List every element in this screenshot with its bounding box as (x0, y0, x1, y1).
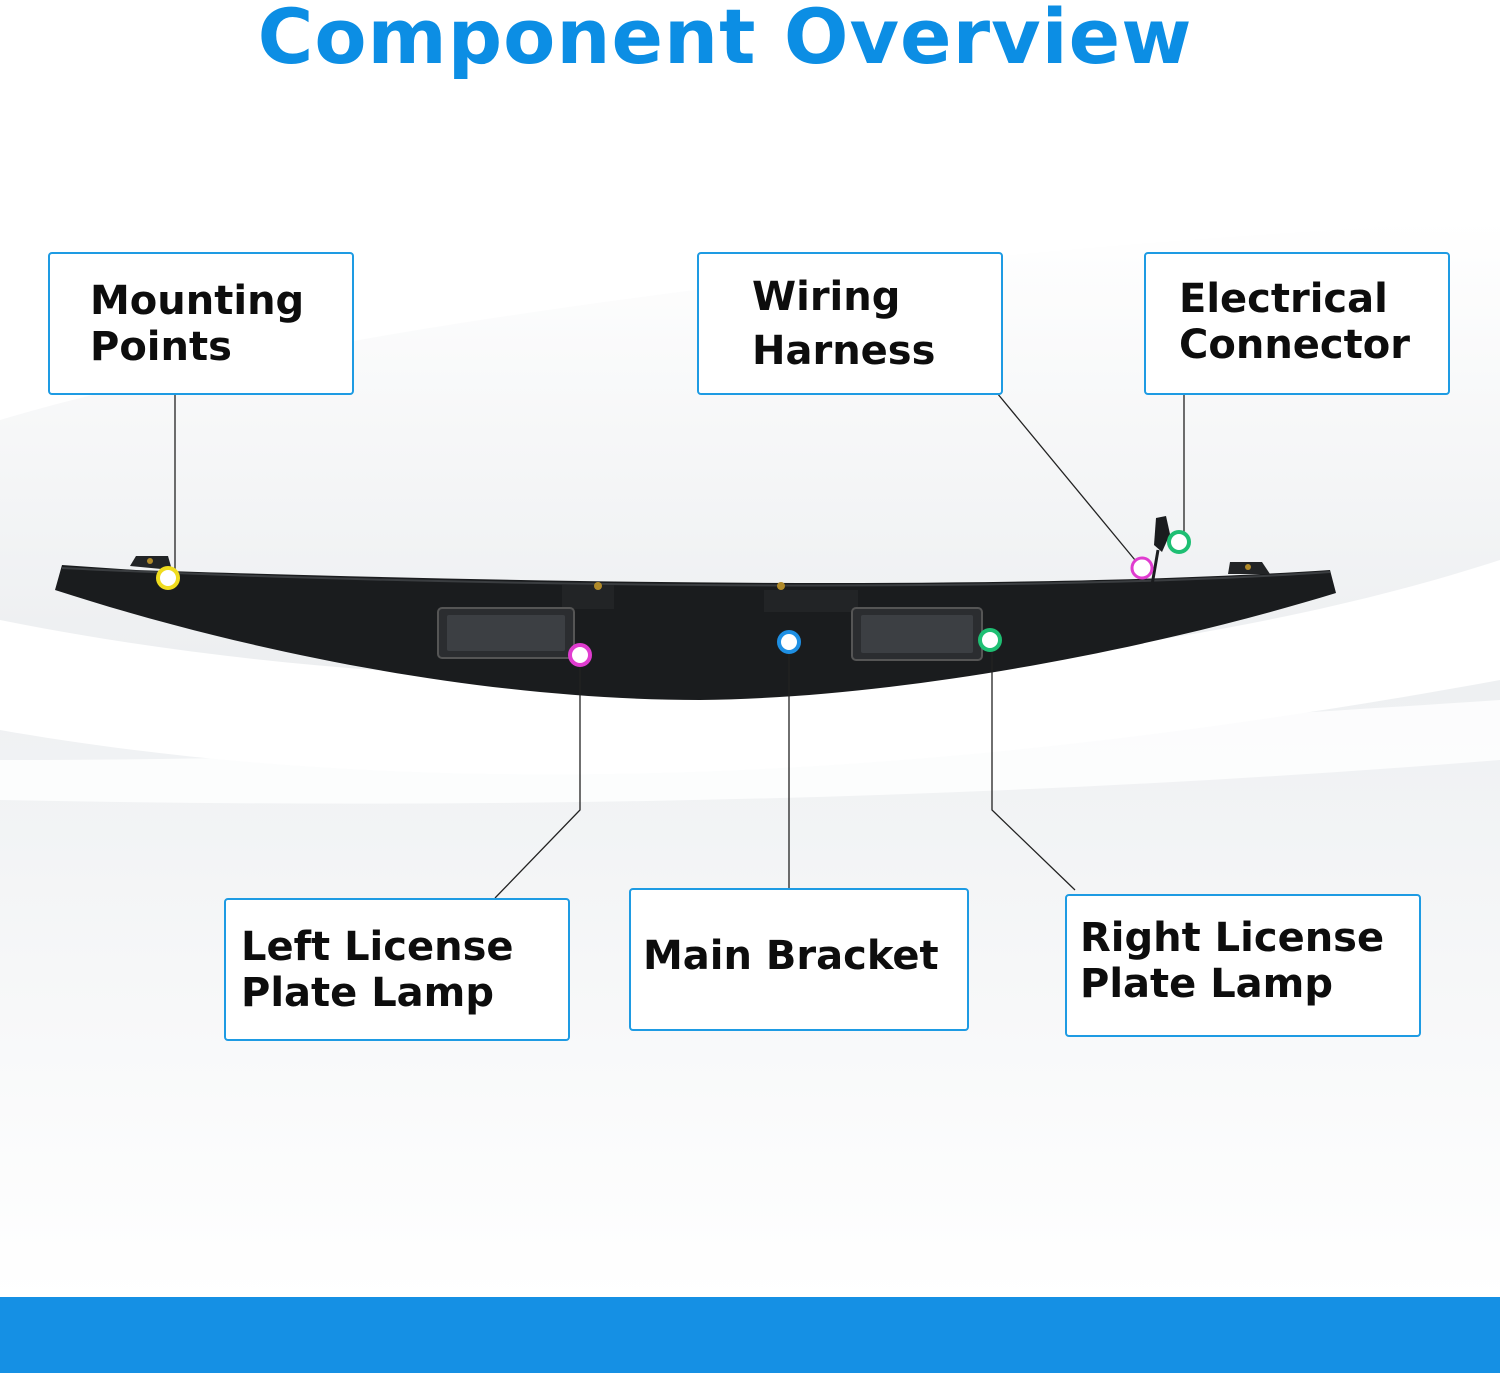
callout-mounting-points-line1: Mounting (90, 277, 305, 324)
bottom-accent-bar (0, 1297, 1500, 1373)
callout-main-bracket-line1: Main Bracket (643, 932, 939, 979)
marker-wiring-harness (1130, 556, 1154, 580)
callout-electrical-connector: Electrical Connector (1144, 252, 1450, 395)
callout-mounting-points-line2: Points (90, 323, 232, 370)
callout-wiring-harness-line2: Harness (752, 327, 936, 374)
callout-mounting-points: Mounting Points (48, 252, 354, 395)
callout-right-lamp-line2: Plate Lamp (1080, 960, 1333, 1007)
callout-wiring-harness: Wiring Harness (697, 252, 1003, 395)
marker-mounting-points (156, 566, 180, 590)
callout-wiring-harness-line1: Wiring (752, 273, 901, 320)
page-title: Component Overview (257, 0, 1193, 81)
callout-left-lamp: Left License Plate Lamp (224, 898, 570, 1041)
callout-electrical-connector-line1: Electrical (1179, 275, 1388, 322)
callout-electrical-connector-line2: Connector (1179, 321, 1410, 368)
main-bracket-body (55, 516, 1336, 700)
marker-left-lamp (568, 643, 592, 667)
callout-main-bracket: Main Bracket (629, 888, 969, 1031)
marker-right-lamp (978, 628, 1002, 652)
callout-left-lamp-line2: Plate Lamp (241, 969, 494, 1016)
callout-right-lamp: Right License Plate Lamp (1065, 894, 1421, 1037)
callout-right-lamp-line1: Right License (1080, 914, 1385, 961)
marker-electrical-connector (1167, 530, 1191, 554)
marker-main-bracket (777, 630, 801, 654)
leader-lines (174, 392, 1185, 899)
callout-left-lamp-line1: Left License (241, 923, 514, 970)
